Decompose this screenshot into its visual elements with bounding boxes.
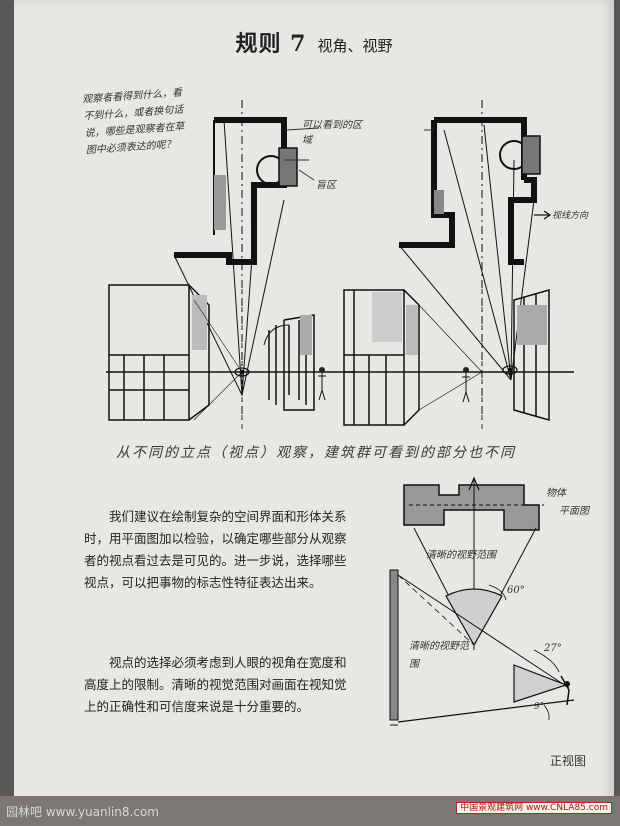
rule-number: 规则 7 <box>235 31 307 57</box>
label-blind-area: 盲区 <box>316 180 336 191</box>
label-angle-9: 9° <box>534 702 545 712</box>
perspective-left <box>106 280 354 430</box>
plan-right <box>398 100 552 420</box>
label-elevation: 正视图 <box>550 754 587 768</box>
illustrations <box>106 100 575 726</box>
perspective-right <box>343 280 574 430</box>
label-clear-view-elevation: 清晰的视野范围 <box>409 641 469 670</box>
margin-note: 观察者看得到什么，看不到什么，或者换句话说，哪些是观察者在草图中必须表达的呢？ <box>81 87 185 157</box>
page-title: 规则 7 视角、视野 <box>14 26 614 58</box>
paragraph-2: 视点的选择必须考虑到人眼的视角在宽度和高度上的限制。清晰的视觉范围对画面在视知觉… <box>84 655 347 714</box>
label-visible-area: 可以看到的区域 <box>302 120 362 146</box>
label-plan: 平面图 <box>559 506 589 517</box>
book-page: 规则 7 视角、视野 观察者看得到什么，看不到什么，或者换句话说，哪些是观察者在… <box>14 0 614 808</box>
label-clear-view-plan: 清晰的视野范围 <box>426 550 496 561</box>
figure-caption: 从不同的立点（视点）观察，建筑群可看到的部分也不同 <box>116 445 516 461</box>
label-sight-direction: 视线方向 <box>552 211 589 221</box>
watermark-site: 园林吧 www.yuanlin8.com <box>6 805 159 819</box>
watermark-stamp: 中国景观建筑网 www.CNLA85.com <box>456 802 612 814</box>
plan-left <box>173 100 298 420</box>
label-angle-60: 60° <box>507 585 525 596</box>
label-object: 物体 <box>546 488 566 499</box>
viewing-angle-diagram <box>389 476 575 726</box>
label-angle-27: 27° <box>544 643 562 654</box>
paragraph-1: 我们建议在绘制复杂的空间界面和形体关系时，用平面图加以检验，以确定哪些部分从观察… <box>84 509 347 590</box>
rule-topic: 视角、视野 <box>317 37 393 55</box>
